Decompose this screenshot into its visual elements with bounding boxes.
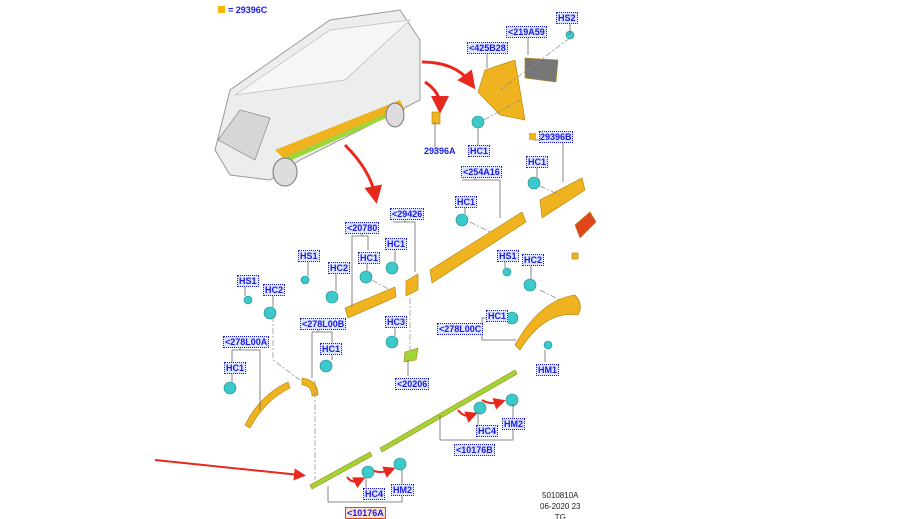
callout-219a59[interactable]: <219A59 — [506, 26, 547, 38]
callout-hc1[interactable]: HC1 — [385, 238, 408, 250]
callout-10176a-selected[interactable]: <10176A — [345, 507, 386, 519]
callout-10176b[interactable]: <10176B — [454, 444, 495, 456]
drawing-date: 06-2020 23 — [540, 502, 581, 511]
callout-hc1[interactable]: HC1 — [468, 145, 491, 157]
callout-hc3[interactable]: HC3 — [385, 316, 408, 328]
callout-arrow — [343, 143, 383, 204]
callout-29396a[interactable]: 29396A — [424, 146, 456, 156]
callout-hm2[interactable]: HM2 — [502, 418, 526, 430]
callout-arrow — [421, 60, 476, 90]
callout-20780[interactable]: <20780 — [345, 222, 380, 234]
callout-hc2[interactable]: HC2 — [522, 254, 545, 266]
legend-swatch — [218, 6, 225, 13]
callout-hm2[interactable]: HM2 — [391, 484, 415, 496]
legend-text: = 29396C — [228, 5, 268, 15]
callout-hs1[interactable]: HS1 — [237, 275, 259, 287]
callout-hs2[interactable]: HS2 — [556, 12, 578, 24]
callout-hc1[interactable]: HC1 — [224, 362, 247, 374]
callout-hm1[interactable]: HM1 — [536, 364, 560, 376]
callout-278l00a[interactable]: <278L00A — [223, 336, 270, 348]
callout-hc1[interactable]: HC1 — [358, 252, 381, 264]
callout-hc1[interactable]: HC1 — [486, 310, 509, 322]
callout-20206[interactable]: <20206 — [395, 378, 430, 390]
callout-arrow — [424, 80, 449, 114]
clips — [223, 30, 575, 479]
trim-parts — [244, 57, 597, 490]
callout-hc2[interactable]: HC2 — [263, 284, 286, 296]
callout-278l00c[interactable]: <278L00C — [437, 323, 484, 335]
callout-29396b[interactable]: 29396B — [528, 131, 574, 143]
callout-hc1[interactable]: HC1 — [320, 343, 343, 355]
callout-29396b-text: 29396B — [539, 131, 573, 143]
callout-254a16[interactable]: <254A16 — [461, 166, 502, 178]
van-illustration — [214, 9, 421, 187]
pointer-arrow — [154, 459, 306, 481]
callout-278l00b[interactable]: <278L00B — [300, 318, 347, 330]
callout-hc4[interactable]: HC4 — [476, 425, 499, 437]
callout-29426[interactable]: <29426 — [390, 208, 425, 220]
legend: = 29396C — [218, 5, 267, 15]
callout-hs1[interactable]: HS1 — [497, 250, 519, 262]
callout-hc4[interactable]: HC4 — [363, 488, 386, 500]
callout-hs1[interactable]: HS1 — [298, 250, 320, 262]
callout-hc2[interactable]: HC2 — [328, 262, 351, 274]
drawing-reference: 5010810A 06-2020 23 TG — [540, 490, 580, 519]
callout-hc1[interactable]: HC1 — [526, 156, 549, 168]
drawing-initials: TG — [554, 513, 566, 519]
drawing-code: 5010810A — [542, 491, 579, 500]
legend-swatch — [529, 133, 536, 140]
callout-hc1[interactable]: HC1 — [455, 196, 478, 208]
callout-425b28[interactable]: <425B28 — [467, 42, 508, 54]
